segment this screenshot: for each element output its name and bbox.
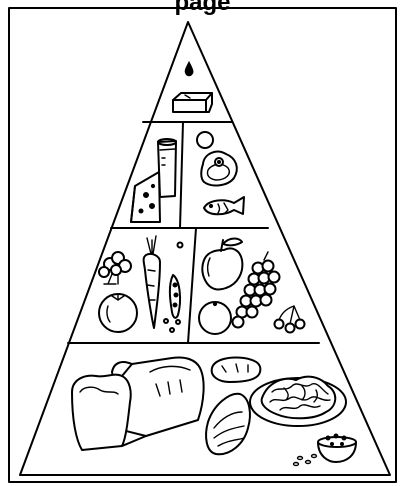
cherries-icon bbox=[275, 306, 305, 333]
tomato-icon bbox=[99, 294, 137, 332]
cereal-bowl-icon bbox=[318, 434, 356, 462]
pasta-icon bbox=[250, 377, 346, 426]
vegetables-fruit-tier bbox=[99, 236, 305, 334]
meat-icon bbox=[201, 152, 237, 186]
carrot-icon bbox=[144, 236, 160, 328]
broccoli-icon bbox=[99, 252, 131, 284]
peas-icon bbox=[164, 243, 183, 333]
rice-grains-icon bbox=[294, 455, 317, 466]
fats-oils-sweets-tier bbox=[173, 62, 212, 112]
cheese-icon bbox=[131, 172, 160, 222]
milk-glass-icon bbox=[158, 139, 176, 197]
butter-icon bbox=[173, 93, 212, 112]
bread-loaf-icon bbox=[72, 357, 204, 450]
grains-tier bbox=[72, 357, 356, 465]
bread-roll-icon bbox=[212, 357, 261, 382]
apple-icon bbox=[202, 239, 242, 290]
egg-icon bbox=[197, 132, 213, 148]
dairy-protein-tier bbox=[131, 132, 244, 222]
oil-drop-icon bbox=[185, 62, 193, 76]
tier3-vertical-divider bbox=[188, 228, 196, 343]
orange-icon bbox=[199, 302, 231, 334]
flat-bread-icon bbox=[206, 394, 250, 454]
fish-icon bbox=[204, 197, 244, 214]
tier2-vertical-divider bbox=[180, 122, 183, 228]
